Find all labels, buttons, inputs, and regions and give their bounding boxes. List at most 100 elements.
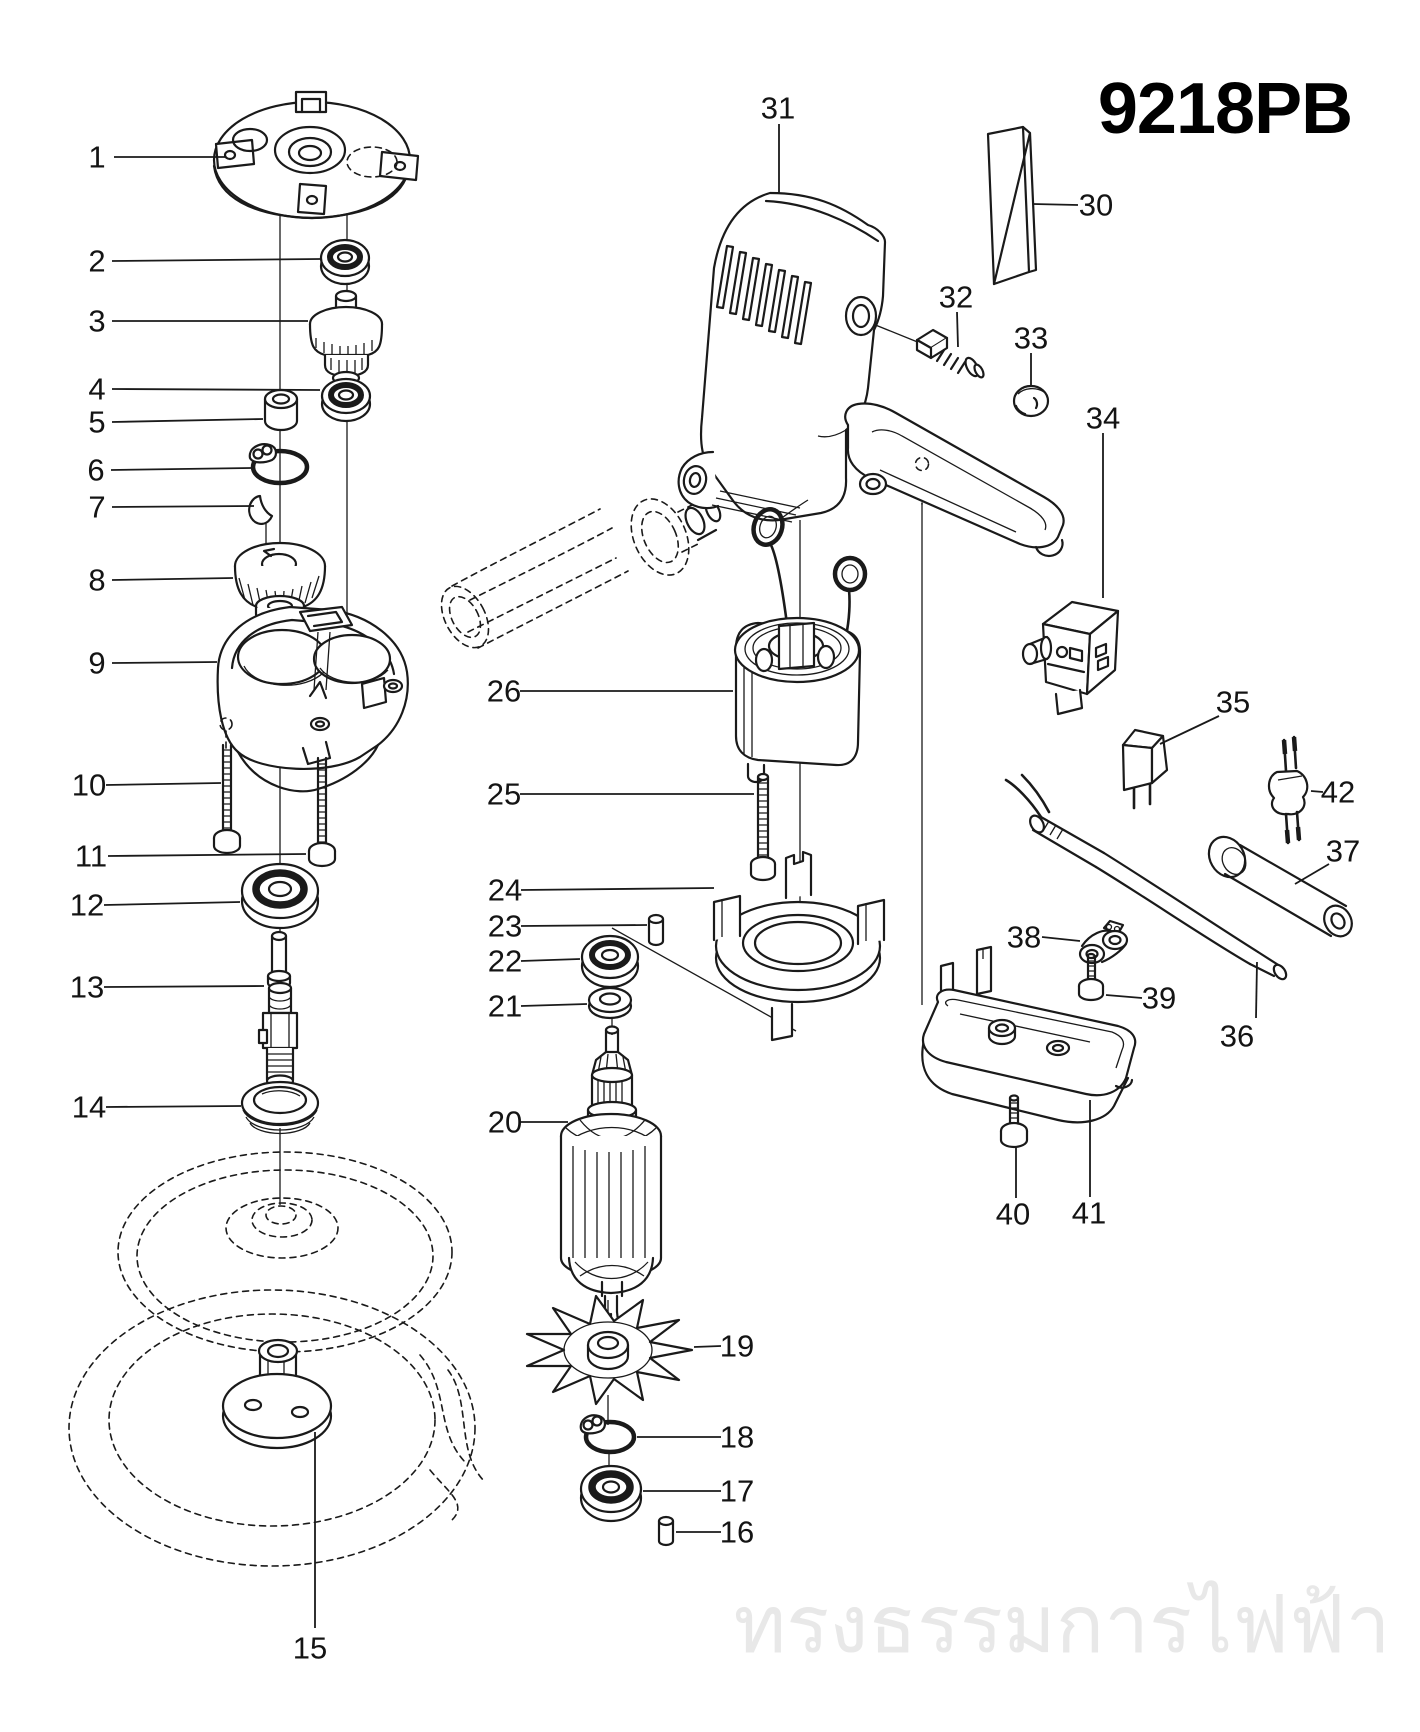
part-label-18: 18 (720, 1420, 754, 1455)
part-37-cord-guard-sleeve (1207, 835, 1353, 938)
part-label-20: 20 (488, 1105, 522, 1140)
leader-line-10 (105, 782, 222, 786)
leader-line-39 (1105, 994, 1143, 999)
part-36-power-cord (1004, 773, 1288, 981)
part-label-30: 30 (1079, 188, 1113, 223)
part-12-ball-bearing (240, 862, 320, 930)
part-16-pin (657, 1515, 675, 1547)
part-35-capacitor (1121, 728, 1169, 810)
part-15-pad-hub-flange (221, 1338, 333, 1450)
part-label-36: 36 (1220, 1019, 1254, 1054)
main-handle (844, 402, 1065, 558)
part-label-5: 5 (88, 405, 105, 440)
part-label-12: 12 (70, 888, 104, 923)
leader-line-36 (1255, 961, 1258, 1019)
part-label-10: 10 (72, 768, 106, 803)
part-7-woodruff-key (248, 494, 274, 526)
leader-line-6 (110, 467, 252, 471)
leader-line-22 (520, 958, 581, 962)
part-label-37: 37 (1326, 834, 1360, 869)
leader-line-13 (103, 985, 265, 988)
part-label-32: 32 (939, 280, 973, 315)
part-30-side-plate (986, 125, 1038, 286)
part-label-1: 1 (88, 140, 105, 175)
part-10-screw (212, 743, 242, 855)
part-31-motor-housing (677, 191, 887, 523)
part-label-26: 26 (487, 674, 521, 709)
part-label-34: 34 (1086, 401, 1120, 436)
part-label-21: 21 (488, 989, 522, 1024)
part-40-screw (999, 1094, 1029, 1149)
leader-line-7 (111, 505, 255, 508)
part-11-screw (307, 756, 337, 868)
leader-line-8 (111, 577, 234, 581)
part-label-31: 31 (761, 91, 795, 126)
part-33-brush-cap (1012, 384, 1050, 418)
part-39-screw (1077, 952, 1105, 1002)
side-handle-ghost (440, 477, 722, 649)
part-2-ball-bearing (319, 238, 371, 286)
part-label-7: 7 (88, 490, 105, 525)
part-label-2: 2 (88, 244, 105, 279)
part-label-15: 15 (293, 1631, 327, 1666)
part-42-terminal-connector (1267, 735, 1309, 845)
part-label-42: 42 (1321, 775, 1355, 810)
part-label-38: 38 (1007, 920, 1041, 955)
part-25-screw (749, 772, 777, 882)
part-32-screw (915, 328, 985, 379)
part-20-armature (559, 1025, 663, 1338)
leader-line-38 (1041, 936, 1081, 942)
part-14-ring-nut (240, 1080, 320, 1135)
part-label-6: 6 (87, 453, 104, 488)
leader-line-23 (520, 924, 648, 927)
part-label-39: 39 (1142, 981, 1176, 1016)
part-label-23: 23 (488, 909, 522, 944)
part-4-ball-bearing (320, 377, 372, 423)
part-label-33: 33 (1014, 321, 1048, 356)
part-3-spur-gear (308, 289, 384, 394)
part-label-22: 22 (488, 944, 522, 979)
part-label-16: 16 (720, 1515, 754, 1550)
leader-line-30 (1032, 203, 1079, 206)
leader-line-2 (111, 258, 321, 262)
leader-line-14 (105, 1105, 242, 1108)
part-label-40: 40 (996, 1197, 1030, 1232)
leader-line-19 (693, 1345, 722, 1348)
part-19-fan (525, 1294, 694, 1406)
part-label-19: 19 (720, 1329, 754, 1364)
leader-line-21 (520, 1003, 588, 1007)
leader-line-4 (111, 388, 321, 391)
leader-line-42 (1310, 790, 1324, 793)
part-21-washer (587, 986, 633, 1020)
part-34-switch (1021, 600, 1120, 716)
leader-line-35 (1159, 715, 1220, 745)
part-label-35: 35 (1216, 685, 1250, 720)
watermark: ทรงธรรมการไฟฟ้า (733, 1580, 1390, 1669)
part-label-14: 14 (72, 1090, 106, 1125)
part-18-retaining-ring (579, 1414, 637, 1455)
leader-line-12 (103, 901, 241, 906)
leader-line-11 (107, 853, 307, 857)
leader-line-9 (111, 661, 218, 664)
leader-line-32 (956, 311, 959, 348)
part-5-spacer-sleeve (263, 388, 299, 432)
part-label-3: 3 (88, 304, 105, 339)
part-13-spindle-shaft (257, 930, 299, 1088)
part-label-8: 8 (88, 563, 105, 598)
part-label-24: 24 (488, 873, 522, 908)
leader-line-37 (1294, 863, 1330, 885)
part-9-gear-housing (216, 605, 409, 793)
part-labels: 1234567891011121314151617181920212223242… (70, 91, 1360, 1666)
leader-line-24 (520, 887, 715, 891)
part-label-13: 13 (70, 970, 104, 1005)
part-22-ball-bearing (580, 934, 640, 989)
part-label-9: 9 (88, 646, 105, 681)
part-23-pin (647, 913, 665, 947)
wool-bonnet-ghost (68, 1289, 486, 1567)
part-label-17: 17 (720, 1474, 754, 1509)
part-label-4: 4 (88, 372, 105, 407)
part-41-handle-base-cover (921, 945, 1137, 1124)
part-26-field-stator (733, 507, 868, 784)
